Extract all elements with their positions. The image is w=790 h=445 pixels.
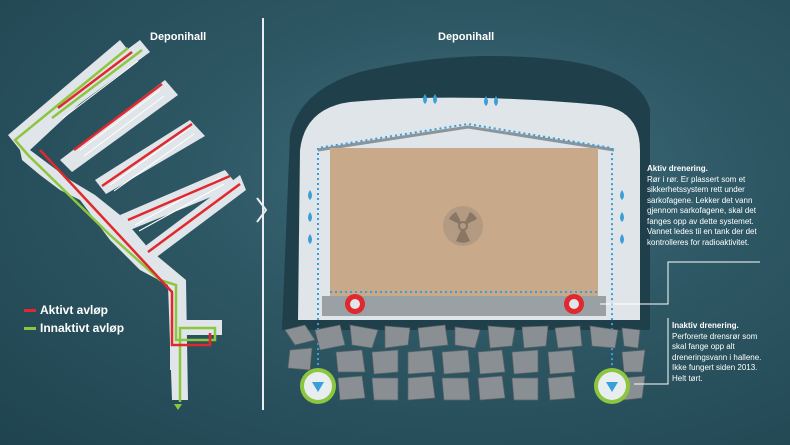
outflow-arrow-icon bbox=[174, 404, 182, 410]
legend-label-active: Aktivt avløp bbox=[40, 303, 109, 317]
active-drainage-callout: Aktiv drenering. Rør i rør. Er plassert … bbox=[647, 164, 767, 248]
active-pipe-right bbox=[564, 294, 584, 314]
inactive-pipe-left bbox=[300, 368, 336, 404]
legend-item-active: Aktivt avløp bbox=[24, 302, 124, 318]
sarcophagus-floor bbox=[322, 296, 606, 316]
legend-label-inactive: Innaktivt avløp bbox=[40, 321, 125, 335]
inactive-pipe-right bbox=[594, 368, 630, 404]
inactive-drain-branches bbox=[51, 49, 143, 119]
active-drain-lines bbox=[39, 51, 241, 347]
inactive-drain-line bbox=[13, 47, 217, 402]
legend-item-inactive: Innaktivt avløp bbox=[24, 320, 124, 336]
inactive-drainage-callout: Inaktiv drenering. Perforerte drensrør s… bbox=[672, 321, 768, 384]
legend-swatch-green bbox=[24, 326, 36, 330]
gravel-bed bbox=[284, 324, 646, 401]
active-pipe-left bbox=[345, 294, 365, 314]
legend: Aktivt avløp Innaktivt avløp bbox=[24, 302, 124, 338]
water-drop-icons bbox=[308, 94, 624, 244]
active-drainage-heading: Aktiv drenering. bbox=[647, 164, 708, 173]
right-panel-title: Deponihall bbox=[438, 31, 495, 43]
active-drainage-text: Rør i rør. Er plassert som et sikkerhets… bbox=[647, 174, 757, 247]
legend-swatch-red bbox=[24, 308, 36, 312]
hall-trunk bbox=[8, 40, 188, 400]
left-panel-title: Deponihall bbox=[150, 31, 207, 43]
hall-roof bbox=[317, 125, 615, 152]
radiation-icon bbox=[443, 206, 483, 246]
down-arrow-icon bbox=[312, 382, 324, 392]
callout-lines bbox=[600, 261, 760, 385]
plan-view-diagram bbox=[8, 40, 246, 410]
inactive-drainage-text: Perforerte drensrør som skal fange opp a… bbox=[672, 331, 762, 383]
down-arrow-icon bbox=[606, 382, 618, 392]
inactive-drainage-heading: Inaktiv drenering. bbox=[672, 321, 739, 330]
